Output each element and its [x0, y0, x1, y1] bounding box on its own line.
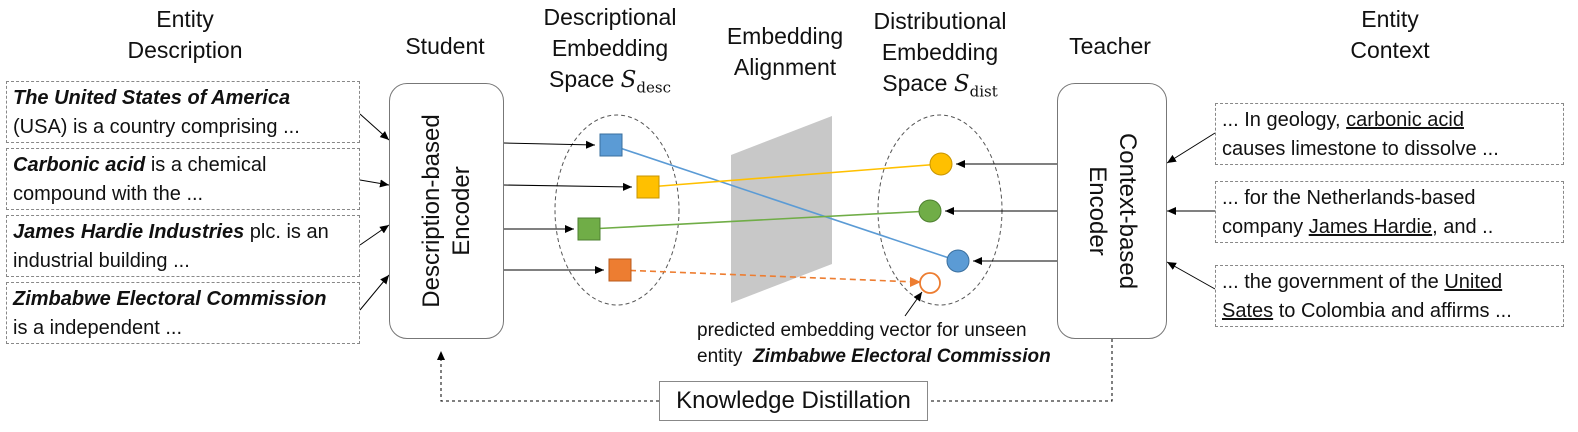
dist-point-carbonic — [929, 152, 953, 176]
alignment-plane — [731, 116, 832, 303]
arrow-desc-4 — [359, 274, 390, 311]
align-line-carbonic — [647, 163, 942, 188]
note-pointer — [904, 291, 923, 317]
arrow-desc-3 — [359, 224, 390, 246]
header-entity-description: Entity Description — [127, 6, 243, 63]
header-descriptional-space: Descriptional Embedding Space Sdesc — [543, 4, 677, 97]
dist-point-usa — [946, 249, 970, 273]
dist-point-james — [918, 199, 942, 223]
header-distributional-space: Distributional Embedding Space Sdist — [873, 8, 1007, 101]
desc-point-carbonic — [636, 175, 660, 199]
descriptional-space-ellipse — [554, 114, 680, 306]
distillation-line-student — [437, 351, 659, 402]
prediction-note: predicted embedding vector for unseen en… — [697, 320, 1051, 367]
arrow-ctx-1 — [1166, 132, 1216, 164]
student-encoder: Description-based Encoder — [389, 83, 504, 339]
context-box: ... the government of the United Sates t… — [1215, 265, 1564, 327]
align-line-usa — [610, 144, 959, 262]
arrow-enc-carbonic — [503, 182, 633, 191]
desc-space-symbol: Sdesc — [620, 67, 671, 97]
context-box: ... for the Netherlands-based company Ja… — [1215, 181, 1564, 243]
distributional-space-ellipse — [877, 114, 1003, 306]
arrow-desc-1 — [359, 113, 390, 141]
context-box: ... In geology, carbonic acid causes lim… — [1215, 103, 1564, 165]
dist-space-symbol: Sdist — [953, 71, 998, 101]
header-alignment: Embedding Alignment — [726, 23, 844, 80]
description-box: James Hardie Industries plc. is an indus… — [6, 215, 360, 277]
align-arrowhead-zimbabwe — [910, 277, 921, 287]
align-line-james — [588, 210, 931, 230]
arrow-desc-2 — [359, 179, 390, 188]
description-box: Zimbabwe Electoral Commission is a indep… — [6, 282, 360, 344]
arrow-enc-usa — [503, 140, 596, 149]
distillation-line-teacher — [928, 339, 1113, 402]
header-student: Student — [405, 33, 485, 59]
desc-point-james — [577, 217, 601, 241]
arrow-ctx-3 — [1166, 261, 1216, 290]
dist-point-zimbabwe-predicted — [919, 272, 941, 294]
teacher-encoder: Context-based Encoder — [1057, 83, 1167, 339]
description-box: The United States of America (USA) is a … — [6, 81, 360, 143]
knowledge-distillation-box: Knowledge Distillation — [659, 381, 928, 421]
desc-point-usa — [599, 133, 623, 157]
header-teacher: Teacher — [1069, 33, 1151, 59]
desc-point-zimbabwe — [608, 258, 632, 282]
description-box: Carbonic acid is a chemical compound wit… — [6, 148, 360, 210]
header-entity-context: Entity Context — [1350, 6, 1430, 63]
